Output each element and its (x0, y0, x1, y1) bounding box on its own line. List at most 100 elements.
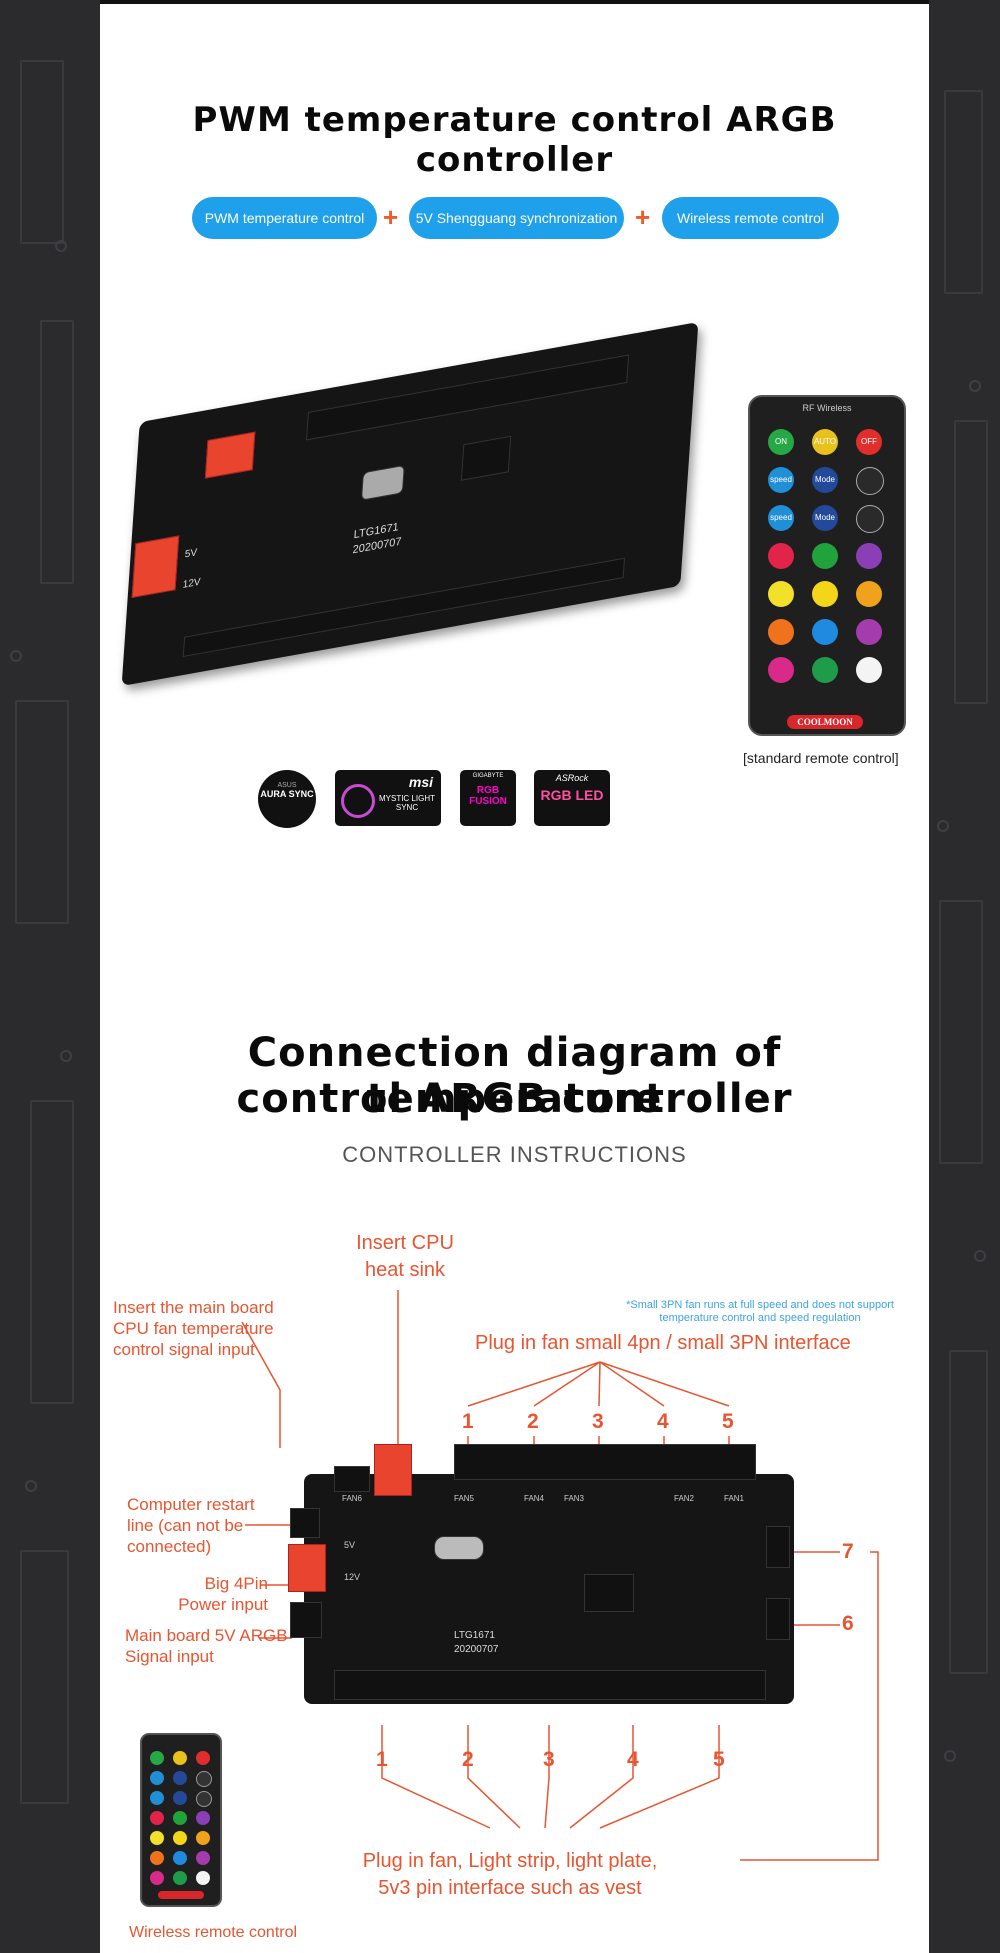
power-red-connector (288, 1544, 326, 1592)
board-5v-text: 5V (184, 547, 198, 561)
fan-fanout-line (599, 1361, 730, 1407)
crystal-oscillator (360, 464, 405, 501)
fan-number-4: 4 (657, 1410, 669, 1433)
bottom-line-5 (599, 1725, 720, 1829)
aura-sync-text: AURA SYNC (260, 789, 314, 799)
remote-brand-strip (158, 1891, 204, 1899)
argb-header-row (182, 557, 626, 658)
cpu-fan-red-connector (204, 431, 256, 479)
board-12v-text: 12V (344, 1572, 361, 1582)
fan-fanout-line (533, 1361, 601, 1407)
fan-fanout-line (599, 1361, 665, 1407)
board-fan6-label: FAN6 (342, 1494, 363, 1503)
diagram-subtitle: CONTROLLER INSTRUCTIONS (342, 1142, 687, 1167)
plus-sign: + (383, 202, 399, 232)
cpu-signal-header (334, 1466, 370, 1492)
circuit-trace (30, 1100, 74, 1404)
connection-diagram-panel: Connection diagram of temperature contro… (100, 970, 929, 1953)
remote-speed-up-button: speed (768, 467, 794, 493)
circuit-dot (55, 240, 67, 252)
remote-header-text: RF Wireless (802, 403, 852, 413)
circuit-trace (20, 1550, 69, 1804)
argb-header-row (334, 1670, 766, 1700)
diagram-board-pcb: FAN6 FAN5 FAN4 FAN3 FAN2 FAN1 5V 12V LTG… (288, 1444, 794, 1704)
color-button (150, 1751, 164, 1765)
color-button (173, 1791, 187, 1805)
circuit-trace (949, 1350, 988, 1674)
side-header-6 (766, 1598, 790, 1640)
side-header-7 (766, 1526, 790, 1568)
bottom-line-1 (381, 1725, 491, 1829)
remote-auto-button: AUTO (812, 429, 838, 455)
color-button (150, 1871, 164, 1885)
small-fan-note: *Small 3PN fan runs at full speed and do… (626, 1299, 894, 1324)
product-overview-panel: PWM temperature control ARGB controller … (100, 0, 929, 974)
fan-number-3: 3 (592, 1410, 604, 1433)
side-return-line (740, 1551, 879, 1861)
color-button (173, 1771, 187, 1785)
color-button (196, 1811, 210, 1825)
board-model-text: LTG1671 (454, 1630, 495, 1641)
asus-brand-text: ASUS (277, 782, 297, 789)
circuit-trace (939, 900, 983, 1164)
argb-input-header (290, 1602, 322, 1638)
color-button (150, 1831, 164, 1845)
remote-control-photo: RF Wireless ON AUTO OFF speed Mode speed… (748, 395, 906, 736)
color-button (196, 1851, 210, 1865)
color-button (196, 1751, 210, 1765)
fan-header-row (305, 354, 630, 441)
remote-mode-down-button: Mode (812, 505, 838, 531)
color-button (150, 1771, 164, 1785)
feature-pill-sync: 5V Shengguang synchronization (409, 197, 624, 239)
rgb-led-text: RGB LED (540, 787, 604, 803)
circuit-dot (25, 1480, 37, 1492)
color-button (196, 1831, 210, 1845)
plus-sign: + (635, 202, 651, 232)
side-number-6: 6 (842, 1612, 854, 1635)
remote-on-button: ON (768, 429, 794, 455)
gigabyte-rgb-fusion-logo: GIGABYTE RGB FUSION (460, 770, 516, 826)
bottom-line-4 (569, 1725, 634, 1829)
board-fan3-label: FAN3 (564, 1494, 585, 1503)
connector-lines (241, 1290, 879, 1861)
msi-mystic-light-logo: msi MYSTIC LIGHT SYNC (335, 770, 441, 826)
right-circuit-background (929, 0, 1000, 1953)
circuit-dot (937, 820, 949, 832)
color-button (812, 543, 838, 569)
mainboard-pointer-line (241, 1321, 281, 1448)
fan-plug-label: Plug in fan small 4pn / small 3PN interf… (475, 1332, 851, 1354)
board-pcb: LTG1671 20200707 5V 12V (121, 321, 699, 687)
circuit-trace (15, 700, 69, 924)
circuit-dot (60, 1050, 72, 1062)
board-fan1-label: FAN1 (724, 1494, 745, 1503)
bottom-line-2 (467, 1725, 521, 1829)
color-button (768, 657, 794, 683)
remote-brand: COOLMOON (787, 715, 863, 729)
brightness-up-icon (856, 467, 884, 495)
color-button (856, 619, 882, 645)
color-button (196, 1871, 210, 1885)
restart-header (290, 1508, 320, 1538)
wireless-remote-label: Wireless remote control (129, 1924, 298, 1941)
circuit-dot (10, 650, 22, 662)
chip (460, 435, 512, 481)
remote-mode-up-button: Mode (812, 467, 838, 493)
diagram-title-line2: control ARGB controller (236, 1076, 793, 1122)
crystal-oscillator (434, 1536, 484, 1560)
board-fan2-label: FAN2 (674, 1494, 695, 1503)
circuit-trace (944, 90, 983, 294)
color-button (150, 1791, 164, 1805)
color-button (150, 1811, 164, 1825)
color-button (173, 1751, 187, 1765)
rgb-fusion-text: RGB FUSION (469, 785, 507, 807)
fan-number-2: 2 (527, 1410, 539, 1433)
asus-aura-sync-logo: ASUS AURA SYNC (258, 770, 316, 828)
asrock-rgb-led-logo: ASRock RGB LED (534, 770, 610, 826)
board-date-text: 20200707 (454, 1644, 499, 1655)
board-fan4-label: FAN4 (524, 1494, 545, 1503)
circuit-dot (974, 1250, 986, 1262)
fan-fanout-line (598, 1361, 601, 1407)
color-button (768, 581, 794, 607)
circuit-trace (954, 420, 988, 704)
brightness-down-icon (856, 505, 884, 533)
